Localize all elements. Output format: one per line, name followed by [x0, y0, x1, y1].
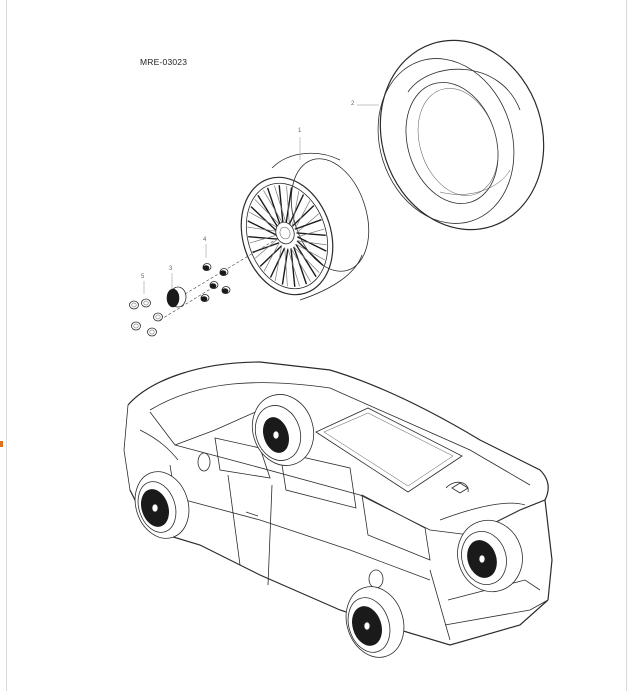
roof-wheel-callout: [251, 394, 315, 466]
lug-cover-inner: [155, 314, 161, 320]
lug-cover: [147, 327, 157, 337]
wheel-spoke: [247, 220, 278, 236]
lug-nut-shadow: [221, 288, 229, 294]
wheel-spoke: [257, 194, 279, 229]
lug-cover-inner: [143, 300, 149, 306]
wheel: [240, 137, 370, 301]
wheel-spoke: [296, 236, 327, 252]
lug-cover-inner: [133, 323, 139, 329]
tailgate-wheel: [457, 519, 523, 593]
wheel-spoke: [259, 245, 283, 267]
wheel-spoke: [286, 185, 290, 225]
wheel-spoke: [249, 234, 277, 244]
wheel-spoke: [278, 185, 284, 224]
callout-wheel: 1: [298, 128, 302, 134]
callout-tire: 2: [351, 101, 355, 107]
wheel-spoke: [249, 211, 279, 229]
wheel-spoke: [296, 232, 326, 237]
wheel-spoke: [252, 242, 280, 253]
lug-nut-shadow: [219, 270, 227, 276]
reference-code: MRE-03023: [140, 57, 188, 67]
wheel-spoke: [254, 199, 281, 226]
wheel-spoke: [284, 247, 288, 287]
lug-nut-shadow: [200, 296, 208, 302]
callout-lug-covers: 5: [141, 274, 145, 280]
wheel-spoke: [269, 247, 286, 278]
lug-nut-shadow: [202, 265, 210, 271]
wheel-spoke: [266, 187, 281, 226]
lug-cover: [153, 312, 163, 322]
wheel-spoke: [290, 248, 311, 282]
wheel-spoke: [281, 248, 289, 285]
rear-wheel: [345, 586, 405, 658]
callout-lug-nuts: 4: [203, 237, 207, 243]
callout-hub-cap: 3: [169, 266, 173, 272]
lug-cover-inner: [149, 329, 155, 335]
wheel-spoke: [297, 240, 327, 246]
lug-cover: [131, 321, 141, 331]
front-wheel: [134, 471, 190, 539]
wheel-spoke: [297, 228, 325, 238]
wheel-spoke: [274, 185, 287, 224]
wheel-spoke: [263, 242, 280, 272]
wheel-spoke: [296, 213, 319, 234]
tire: [357, 39, 545, 231]
frame-left-edge: [6, 0, 7, 691]
accent-mark: [0, 441, 3, 447]
wheel-spoke: [294, 219, 322, 230]
wheel-spoke: [255, 238, 278, 259]
wheel-spoke: [285, 187, 293, 224]
lug-cover-inner: [131, 302, 137, 308]
wheel-spoke: [248, 235, 278, 240]
wheel-spoke: [293, 246, 320, 273]
wheel-spoke: [295, 243, 317, 278]
lug-nuts: [200, 244, 231, 302]
wheel-spoke: [296, 240, 324, 266]
wheel-spoke: [287, 248, 300, 287]
wheel-spoke: [295, 243, 325, 261]
wheel-spoke: [263, 190, 284, 224]
wheel-spoke: [250, 206, 278, 232]
wheel-spoke: [274, 245, 283, 281]
lug-covers: [129, 281, 213, 337]
frame-right-edge: [626, 0, 627, 691]
assembly-line: [159, 287, 213, 321]
hub-cap: [166, 239, 276, 308]
lug-cover: [141, 298, 151, 308]
wheel-spoke: [294, 200, 311, 230]
vehicle-mpv: [123, 361, 553, 646]
lug-cover: [129, 300, 139, 310]
wheel-spoke: [247, 226, 277, 232]
wheel-spoke: [293, 246, 308, 285]
wheel-spoke: [291, 191, 300, 227]
wheel-spoke: [290, 248, 296, 287]
wheel-spoke: [291, 205, 315, 227]
lug-nut-shadow: [209, 283, 217, 289]
wheel-spoke: [288, 194, 305, 225]
